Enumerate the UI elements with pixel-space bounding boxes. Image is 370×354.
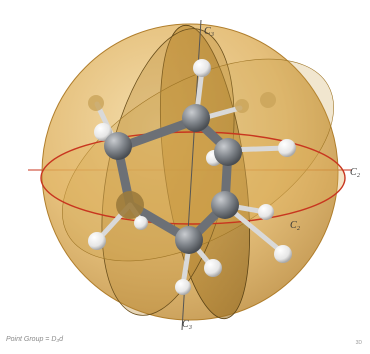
hydrogen-atom — [134, 216, 148, 230]
hydrogen-atom — [274, 245, 292, 263]
hydrogen-atom — [88, 232, 106, 250]
hydrogen-atom — [175, 279, 191, 295]
axis-label-inner: C₂ — [290, 220, 301, 231]
carbon-atom — [214, 138, 242, 166]
hydrogen-atom — [204, 259, 222, 277]
carbon-atom — [182, 104, 210, 132]
hydrogen-atom — [88, 95, 104, 111]
axis-label-bottom: C₃ — [182, 319, 193, 330]
axis-label-top: C₃ — [204, 26, 215, 37]
watermark: 3D — [355, 340, 362, 346]
carbon-atom — [211, 191, 239, 219]
hydrogen-atom — [278, 139, 296, 157]
hydrogen-atom — [235, 99, 249, 113]
hydrogen-atom — [94, 123, 112, 141]
carbon-atoms — [104, 104, 242, 254]
carbon-atom — [104, 132, 132, 160]
hydrogen-atom — [258, 204, 274, 220]
axis-label-right: C₂ — [350, 167, 361, 178]
hydrogen-atoms — [88, 59, 296, 295]
hydrogen-atom — [260, 92, 276, 108]
carbon-atom — [116, 191, 144, 219]
hydrogen-atom — [193, 59, 211, 77]
point-group-caption: Point Group = D₃d — [6, 336, 64, 343]
carbon-atom — [175, 226, 203, 254]
